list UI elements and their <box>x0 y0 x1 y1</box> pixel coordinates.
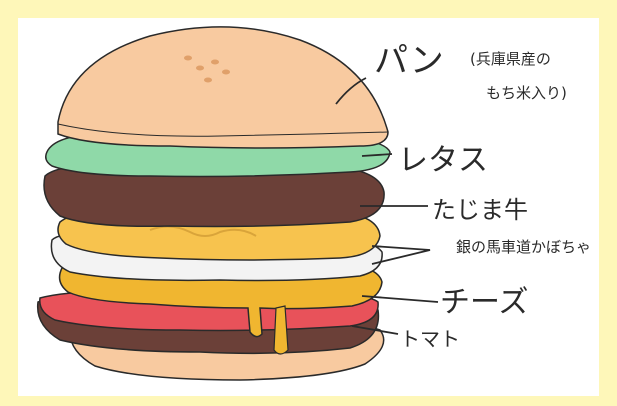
label-tomato: トマト <box>400 327 460 351</box>
label-beef: たじま牛 <box>432 196 528 224</box>
label-bun: パン <box>374 41 444 81</box>
label-pumpkin: 銀の馬車道かぼちゃ <box>456 238 591 256</box>
cheese-drip <box>273 305 289 355</box>
sesame-seeds <box>184 55 230 83</box>
label-lettuce: レタス <box>398 143 488 178</box>
label-cheese: チーズ <box>440 285 529 320</box>
leader-bun <box>335 77 367 105</box>
top-bun-underside <box>57 123 389 137</box>
leader-cheese <box>361 295 439 303</box>
leader-pumpkin <box>371 245 431 265</box>
leader-lettuce <box>361 153 393 157</box>
top-bun <box>57 26 389 149</box>
label-bun-note-line2: もち米入り) <box>486 84 567 102</box>
label-bun-note-line1: (兵庫県産の <box>470 50 551 68</box>
leader-tomato <box>351 325 399 335</box>
